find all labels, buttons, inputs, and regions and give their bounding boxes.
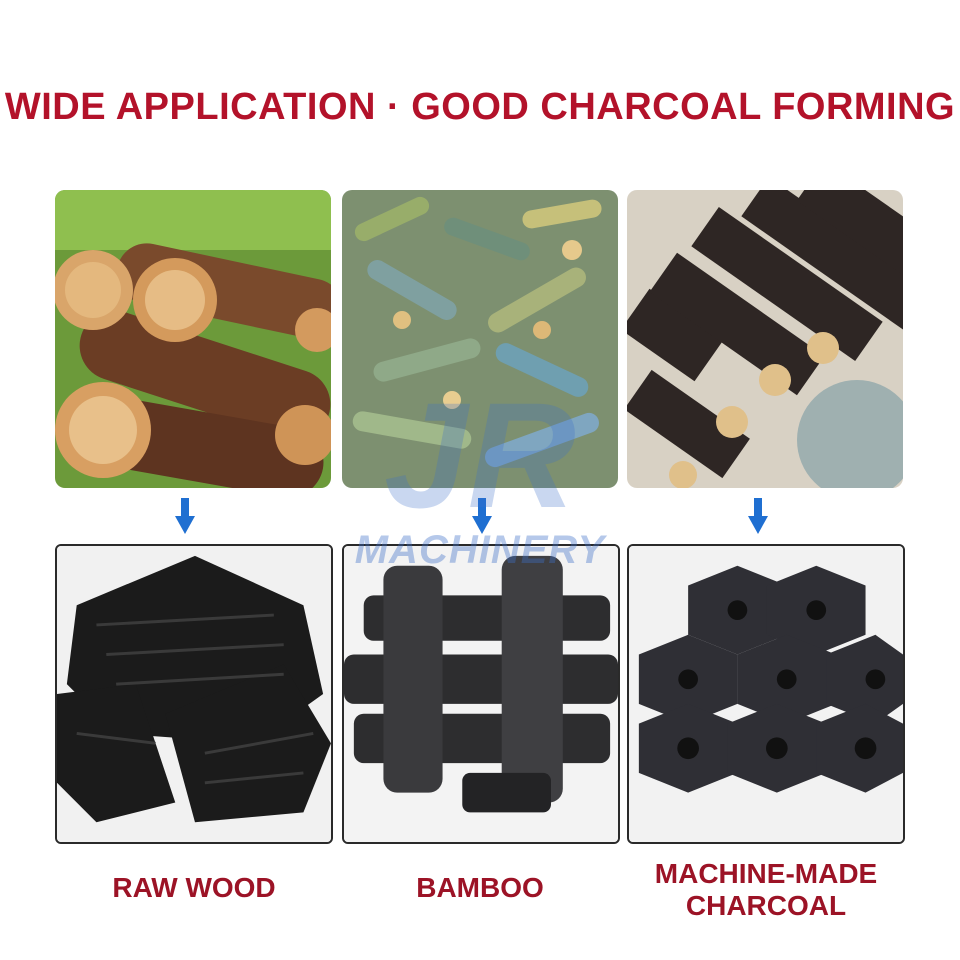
- bamboo-charcoal-image: [342, 544, 620, 844]
- machine-made-charcoal-image: [627, 544, 905, 844]
- machine-made-charcoal-label: MACHINE-MADE CHARCOAL: [654, 858, 878, 921]
- raw-wood-logs-image: [55, 190, 331, 488]
- bamboo-pieces-image: [342, 190, 618, 488]
- down-arrow-icon: [472, 498, 492, 534]
- down-arrow-icon: [175, 498, 195, 534]
- bamboo-label: BAMBOO: [416, 872, 544, 903]
- down-arrow-icon: [748, 498, 768, 534]
- raw-wood-charcoal-image: [55, 544, 333, 844]
- machine-made-briquettes-image: [627, 190, 903, 488]
- page-title: WIDE APPLICATION · GOOD CHARCOAL FORMING: [4, 86, 956, 128]
- raw-wood-label: RAW WOOD: [112, 872, 276, 903]
